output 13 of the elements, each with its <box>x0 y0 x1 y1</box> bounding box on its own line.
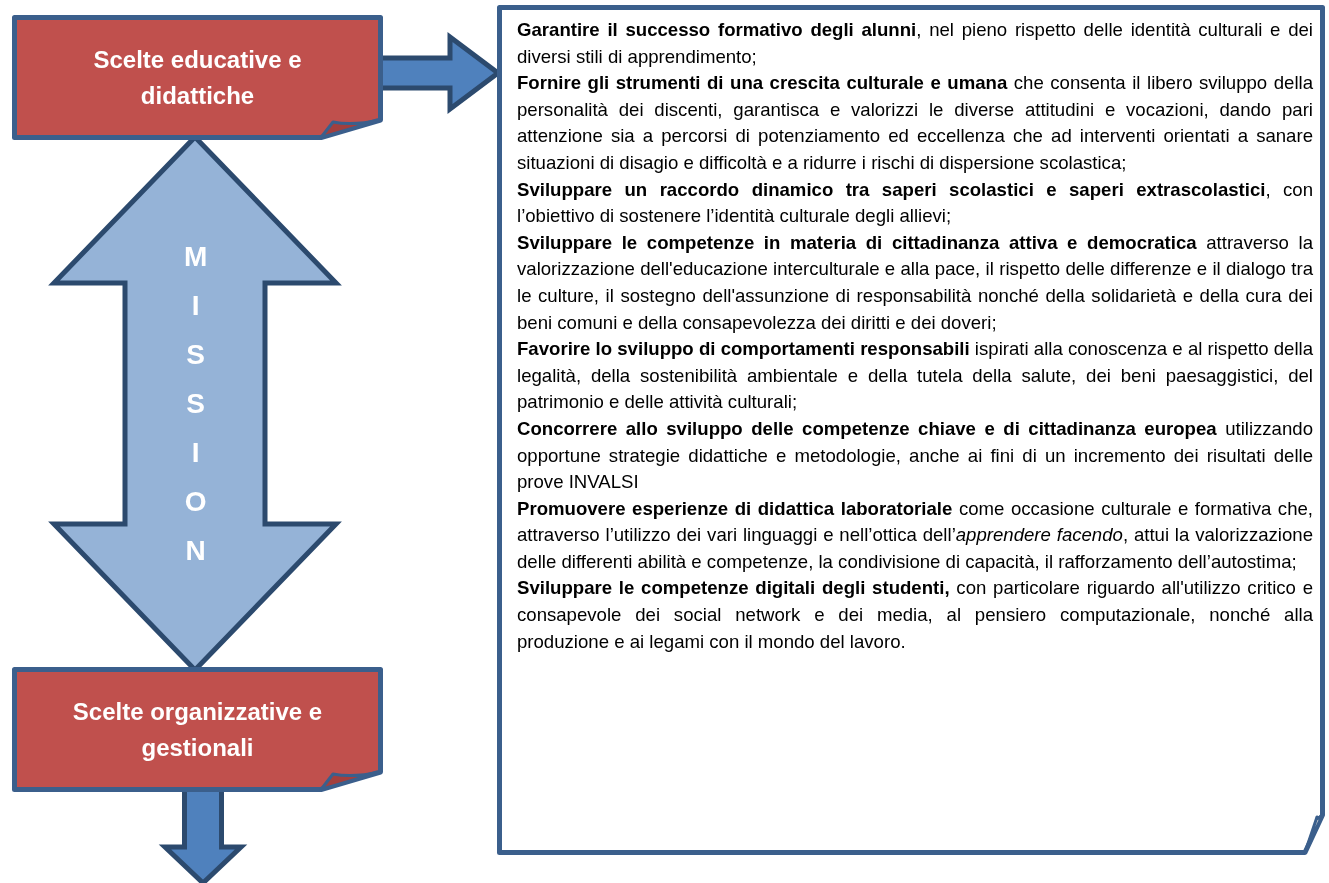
paragraph: Favorire lo sviluppo di comportamenti responsabili ispirati alla conoscenza e al rispetto della legalità, della sostenibilità ambientale e della tutela della salute, dei beni paesaggistici, del patrimonio e delle attività culturali; <box>517 337 1313 415</box>
text-panel <box>497 5 1325 855</box>
paragraph: Garantire il successo formativo degli alunni, nel pieno rispetto delle identità culturali e dei diversi stili di apprendimento; <box>517 18 1313 69</box>
note-box <box>12 667 383 792</box>
box-title: Scelte organizzative e gestionali <box>71 696 324 763</box>
paragraph: Sviluppare le competenze in materia di cittadinanza attiva e democratica attraverso la valorizzazione dell'educazione interculturale e alla pace, il rispetto delle differenze e il dialogo tra le culture, il sostegno dell'assunzione di responsabilità nonché della solidarietà e della cura dei beni comuni e della consapevolezza dei diritti e dei doveri; <box>517 230 1313 335</box>
edge-label: MISSION <box>183 240 209 568</box>
paragraph: Sviluppare le competenze digitali degli studenti, con particolare riguardo all'utilizzo critico e consapevole dei social network e dei media, al pensiero computazionale, nonché alla produzione e ai legami con il mondo del lavoro. <box>517 576 1313 654</box>
paragraph: Fornire gli strumenti di una crescita culturale e umana che consenta il libero sviluppo della personalità dei discenti, garantisca e valorizzi le diverse attitudini e vocazioni, dando pari attenzione sia a percorsi di potenziamento ed eccellenza che ad interventi orientati a sanare situazioni di disagio e difficoltà e a ridurre i rischi di dispersione scolastica; <box>517 71 1313 175</box>
box-title: Scelte educative e didattiche <box>92 44 303 111</box>
paragraph: Promuovere esperienze di didattica laboratoriale come occasione culturale e formativa che, attraverso l’utilizzo dei vari linguaggi e nell’ottica dell’apprendere facendo, attui la valorizzazione delle differenti abilità e competenze, la condivisione di capacità, il rafforzamento dell’autostima; <box>517 496 1313 574</box>
paragraph: Sviluppare un raccordo dinamico tra saperi scolastici e saperi extrascolastici, con l’obiettivo di sostenere l’identità culturale degli allievi; <box>517 177 1313 229</box>
note-box <box>12 15 383 140</box>
